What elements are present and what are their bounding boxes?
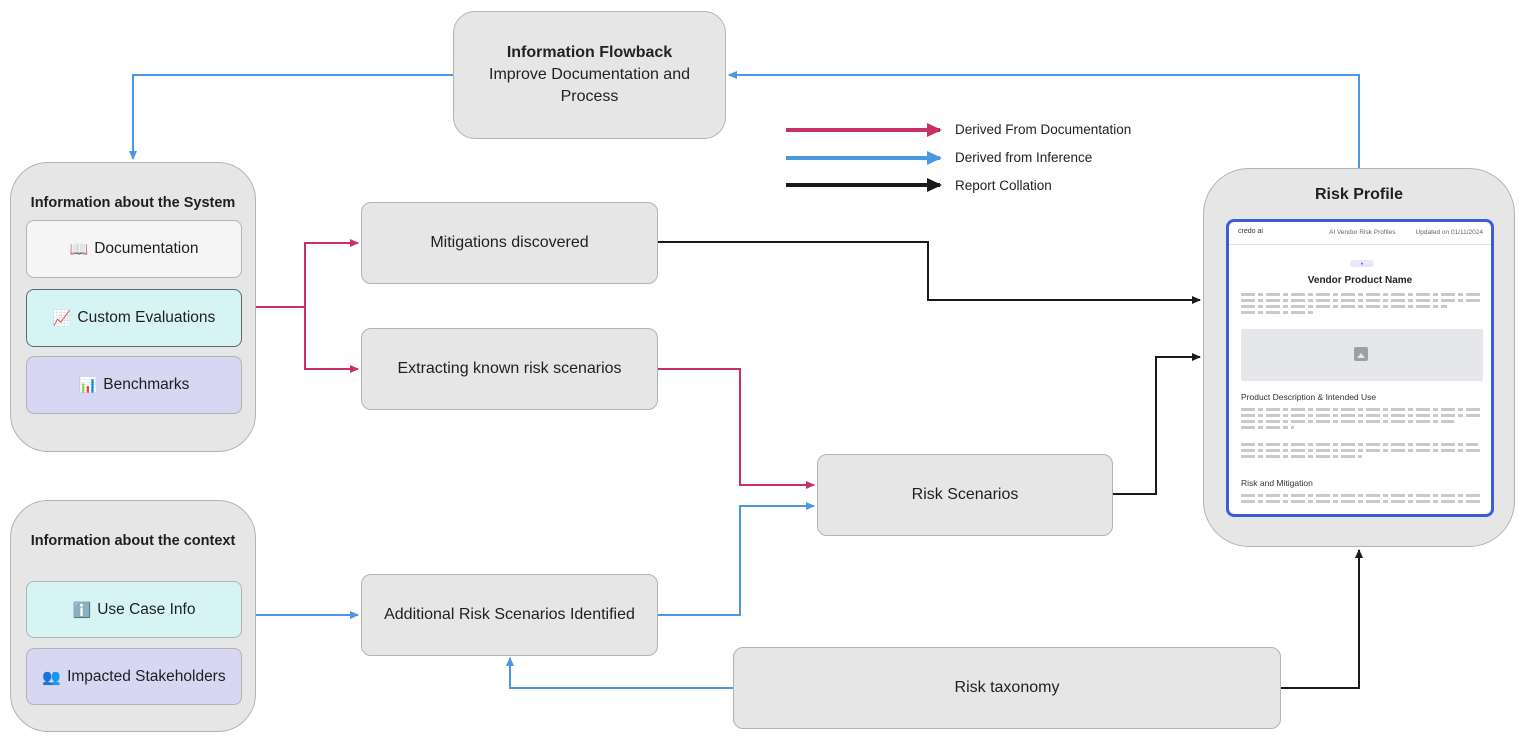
flowback-subtitle: Improve Documentation and Process bbox=[489, 66, 690, 105]
document-text-block-3 bbox=[1241, 443, 1483, 461]
system-info-group: Information about the System 📖 Documenta… bbox=[10, 162, 256, 452]
context-group-title: Information about the context bbox=[30, 533, 236, 549]
document-product-name: Vendor Product Name bbox=[1307, 275, 1413, 286]
document-section-description: Product Description & Intended Use bbox=[1241, 392, 1377, 402]
document-image-placeholder bbox=[1241, 329, 1483, 381]
document-header: credo ai AI Vendor Risk Profiles Updated… bbox=[1229, 222, 1491, 245]
system-group-title: Information about the System bbox=[30, 195, 236, 211]
risk-scenarios-node: Risk Scenarios bbox=[817, 454, 1113, 536]
legend-label-collation: Report Collation bbox=[955, 178, 1052, 193]
edge-profile-to-flowback bbox=[728, 71, 1360, 168]
book-icon: 📖 bbox=[69, 241, 89, 258]
context-info-group: Information about the context ℹ️ Use Cas… bbox=[10, 500, 256, 732]
custom-evaluations-item: 📈 Custom Evaluations bbox=[26, 289, 242, 347]
chart-increasing-icon: 📈 bbox=[52, 310, 72, 327]
bar-chart-icon: 📊 bbox=[78, 377, 98, 394]
document-brand: credo ai bbox=[1238, 228, 1263, 235]
benchmarks-item: 📊 Benchmarks bbox=[26, 356, 242, 414]
impacted-stakeholders-item: 👥 Impacted Stakeholders bbox=[26, 648, 242, 705]
documentation-label: Documentation bbox=[94, 240, 199, 257]
document-badge: ● bbox=[1350, 260, 1374, 267]
legend-label-inference: Derived from Inference bbox=[955, 150, 1093, 165]
benchmarks-label: Benchmarks bbox=[103, 376, 190, 393]
risk-profile-title: Risk Profile bbox=[1314, 186, 1404, 203]
document-text-block-2 bbox=[1241, 408, 1483, 432]
document-updated-date: Updated on 01/11/2024 bbox=[1415, 229, 1483, 236]
legend-label-documentation: Derived From Documentation bbox=[955, 122, 1132, 137]
extracting-risk-scenarios-node: Extracting known risk scenarios bbox=[361, 328, 658, 410]
additional-risk-scenarios-node: Additional Risk Scenarios Identified bbox=[361, 574, 658, 656]
document-section-risk: Risk and Mitigation bbox=[1241, 478, 1313, 488]
flowback-title: Information Flowback bbox=[506, 44, 673, 61]
use-case-info-item: ℹ️ Use Case Info bbox=[26, 581, 242, 638]
image-icon bbox=[1354, 347, 1368, 361]
edge-system-to-mitigations bbox=[256, 239, 359, 308]
info-icon: ℹ️ bbox=[72, 601, 92, 619]
risk-profile-document: credo ai AI Vendor Risk Profiles Updated… bbox=[1226, 219, 1494, 517]
edge-taxonomy-to-additional bbox=[506, 657, 733, 689]
mitigations-discovered-node: Mitigations discovered bbox=[361, 202, 658, 284]
information-flowback-node: Information Flowback Improve Documentati… bbox=[453, 11, 726, 139]
documentation-item: 📖 Documentation bbox=[26, 220, 242, 278]
document-text-block-4 bbox=[1241, 494, 1483, 506]
custom-evaluations-label: Custom Evaluations bbox=[77, 309, 216, 326]
edge-additional-to-risk-scenarios bbox=[658, 502, 815, 616]
edge-system-to-extracting bbox=[304, 307, 359, 373]
impacted-stakeholders-label: Impacted Stakeholders bbox=[67, 667, 226, 685]
edge-extracting-to-risk-scenarios bbox=[658, 368, 815, 489]
edge-risk-scenarios-to-profile bbox=[1113, 353, 1201, 495]
edge-taxonomy-to-profile bbox=[1281, 549, 1363, 689]
edge-flowback-to-system bbox=[129, 74, 453, 160]
document-header-title: AI Vendor Risk Profiles bbox=[1329, 229, 1396, 236]
risk-taxonomy-node: Risk taxonomy bbox=[733, 647, 1281, 729]
document-text-block-1 bbox=[1241, 293, 1483, 317]
people-icon: 👥 bbox=[42, 668, 62, 686]
edge-mitigations-to-profile bbox=[658, 241, 1201, 304]
use-case-info-label: Use Case Info bbox=[97, 600, 196, 618]
